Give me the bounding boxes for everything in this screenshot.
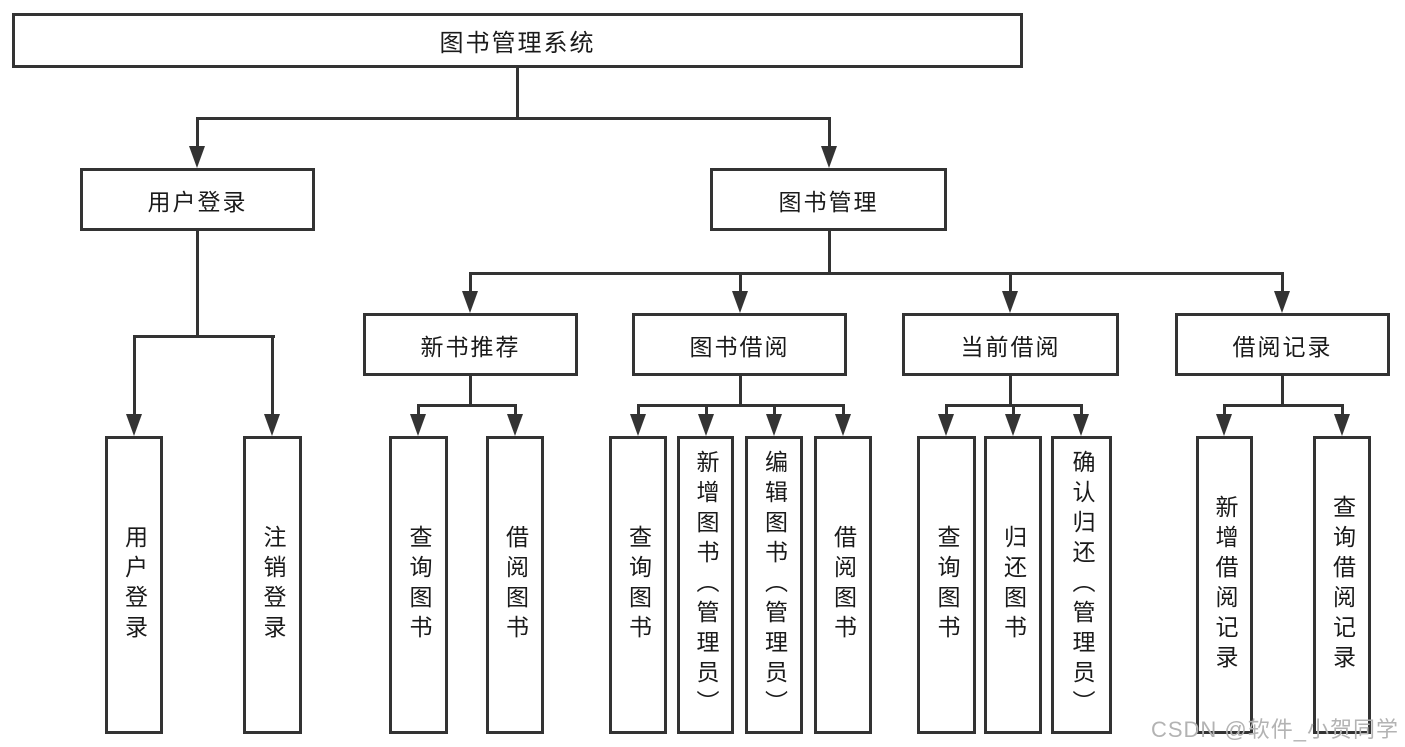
leaf-recommend-query-books-label: 查询图书 bbox=[406, 525, 432, 645]
arrow-head bbox=[1005, 414, 1021, 436]
connector-line bbox=[1223, 404, 1226, 418]
arrow-head bbox=[410, 414, 426, 436]
connector-line bbox=[417, 404, 420, 418]
connector-line bbox=[828, 117, 831, 150]
node-book-borrowing-label: 图书借阅 bbox=[689, 333, 790, 360]
connector-line bbox=[739, 272, 742, 295]
arrow-head bbox=[189, 146, 205, 168]
arrow-head bbox=[1216, 414, 1232, 436]
connector-line bbox=[196, 231, 199, 337]
leaf-logout-label: 注销登录 bbox=[260, 525, 286, 645]
leaf-current-query-books-label: 查询图书 bbox=[934, 525, 960, 645]
arrow-head bbox=[1002, 291, 1018, 313]
arrow-head bbox=[264, 414, 280, 436]
leaf-return-books: 归还图书 bbox=[984, 436, 1042, 734]
leaf-borrowing-borrow-books-label: 借阅图书 bbox=[830, 525, 857, 645]
connector-line bbox=[516, 68, 519, 118]
arrow-head bbox=[462, 291, 478, 313]
connector-line bbox=[469, 272, 1284, 275]
leaf-user-login: 用户登录 bbox=[105, 436, 163, 734]
node-book-management: 图书管理 bbox=[710, 168, 947, 231]
leaf-add-borrow-record: 新增借阅记录 bbox=[1196, 436, 1253, 734]
arrow-head bbox=[766, 414, 782, 436]
connector-line bbox=[196, 117, 199, 150]
leaf-current-query-books: 查询图书 bbox=[917, 436, 976, 734]
leaf-return-books-label: 归还图书 bbox=[1000, 525, 1027, 645]
connector-line bbox=[1281, 376, 1284, 407]
connector-line bbox=[1080, 404, 1083, 418]
connector-line bbox=[1281, 272, 1284, 295]
connector-line bbox=[739, 376, 742, 407]
leaf-logout: 注销登录 bbox=[243, 436, 302, 734]
connector-line bbox=[133, 335, 136, 418]
node-current-borrowing: 当前借阅 bbox=[902, 313, 1119, 376]
arrow-head bbox=[938, 414, 954, 436]
leaf-confirm-return-admin: 确认归还（管理员） bbox=[1051, 436, 1112, 734]
leaf-borrowing-borrow-books: 借阅图书 bbox=[814, 436, 872, 734]
leaf-query-borrow-record-label: 查询借阅记录 bbox=[1329, 495, 1356, 675]
connector-line bbox=[271, 335, 274, 418]
arrow-head bbox=[821, 146, 837, 168]
connector-line bbox=[469, 272, 472, 295]
connector-line bbox=[1012, 404, 1015, 418]
csdn-watermark: CSDN @软件_小贺同学 bbox=[1150, 717, 1399, 742]
leaf-recommend-borrow-books-label: 借阅图书 bbox=[502, 525, 529, 645]
connector-line bbox=[773, 404, 776, 418]
connector-line bbox=[637, 404, 640, 418]
node-current-borrowing-label: 当前借阅 bbox=[960, 333, 1061, 360]
node-borrowing-records: 借阅记录 bbox=[1175, 313, 1390, 376]
leaf-query-borrow-record: 查询借阅记录 bbox=[1313, 436, 1371, 734]
connector-line bbox=[637, 404, 845, 407]
leaf-borrowing-query-books: 查询图书 bbox=[609, 436, 667, 734]
node-root-label: 图书管理系统 bbox=[439, 30, 596, 57]
arrow-head bbox=[126, 414, 142, 436]
connector-line bbox=[1223, 404, 1344, 407]
leaf-confirm-return-admin-label: 确认归还（管理员） bbox=[1069, 450, 1095, 720]
leaf-user-login-label: 用户登录 bbox=[121, 525, 148, 645]
leaf-recommend-query-books: 查询图书 bbox=[389, 436, 448, 734]
leaf-add-borrow-record-label: 新增借阅记录 bbox=[1212, 495, 1238, 675]
connector-line bbox=[1341, 404, 1344, 418]
node-borrowing-records-label: 借阅记录 bbox=[1232, 333, 1333, 360]
arrow-head bbox=[1274, 291, 1290, 313]
node-root-system: 图书管理系统 bbox=[12, 13, 1023, 68]
arrow-head bbox=[1334, 414, 1350, 436]
leaf-add-book-admin-label: 新增图书（管理员） bbox=[693, 450, 719, 720]
connector-line bbox=[1009, 376, 1012, 407]
node-new-book-recommend-label: 新书推荐 bbox=[420, 333, 521, 360]
leaf-edit-book-admin: 编辑图书（管理员） bbox=[745, 436, 803, 734]
node-user-login-label: 用户登录 bbox=[147, 188, 248, 215]
node-user-login: 用户登录 bbox=[80, 168, 315, 231]
leaf-edit-book-admin-label: 编辑图书（管理员） bbox=[761, 450, 788, 720]
node-new-book-recommend: 新书推荐 bbox=[363, 313, 578, 376]
arrow-head bbox=[630, 414, 646, 436]
connector-line bbox=[1009, 272, 1012, 295]
arrow-head bbox=[1073, 414, 1089, 436]
leaf-add-book-admin: 新增图书（管理员） bbox=[677, 436, 734, 734]
connector-line bbox=[514, 404, 517, 418]
arrow-head bbox=[835, 414, 851, 436]
connector-line bbox=[828, 231, 831, 274]
connector-line bbox=[705, 404, 708, 418]
connector-line bbox=[196, 117, 831, 120]
arrow-head bbox=[698, 414, 714, 436]
node-book-management-label: 图书管理 bbox=[778, 188, 879, 215]
connector-line bbox=[469, 376, 472, 407]
node-book-borrowing: 图书借阅 bbox=[632, 313, 847, 376]
leaf-borrowing-query-books-label: 查询图书 bbox=[625, 525, 652, 645]
leaf-recommend-borrow-books: 借阅图书 bbox=[486, 436, 544, 734]
arrow-head bbox=[507, 414, 523, 436]
connector-line bbox=[133, 335, 275, 338]
connector-line bbox=[945, 404, 948, 418]
connector-line bbox=[417, 404, 517, 407]
arrow-head bbox=[732, 291, 748, 313]
connector-line bbox=[842, 404, 845, 418]
